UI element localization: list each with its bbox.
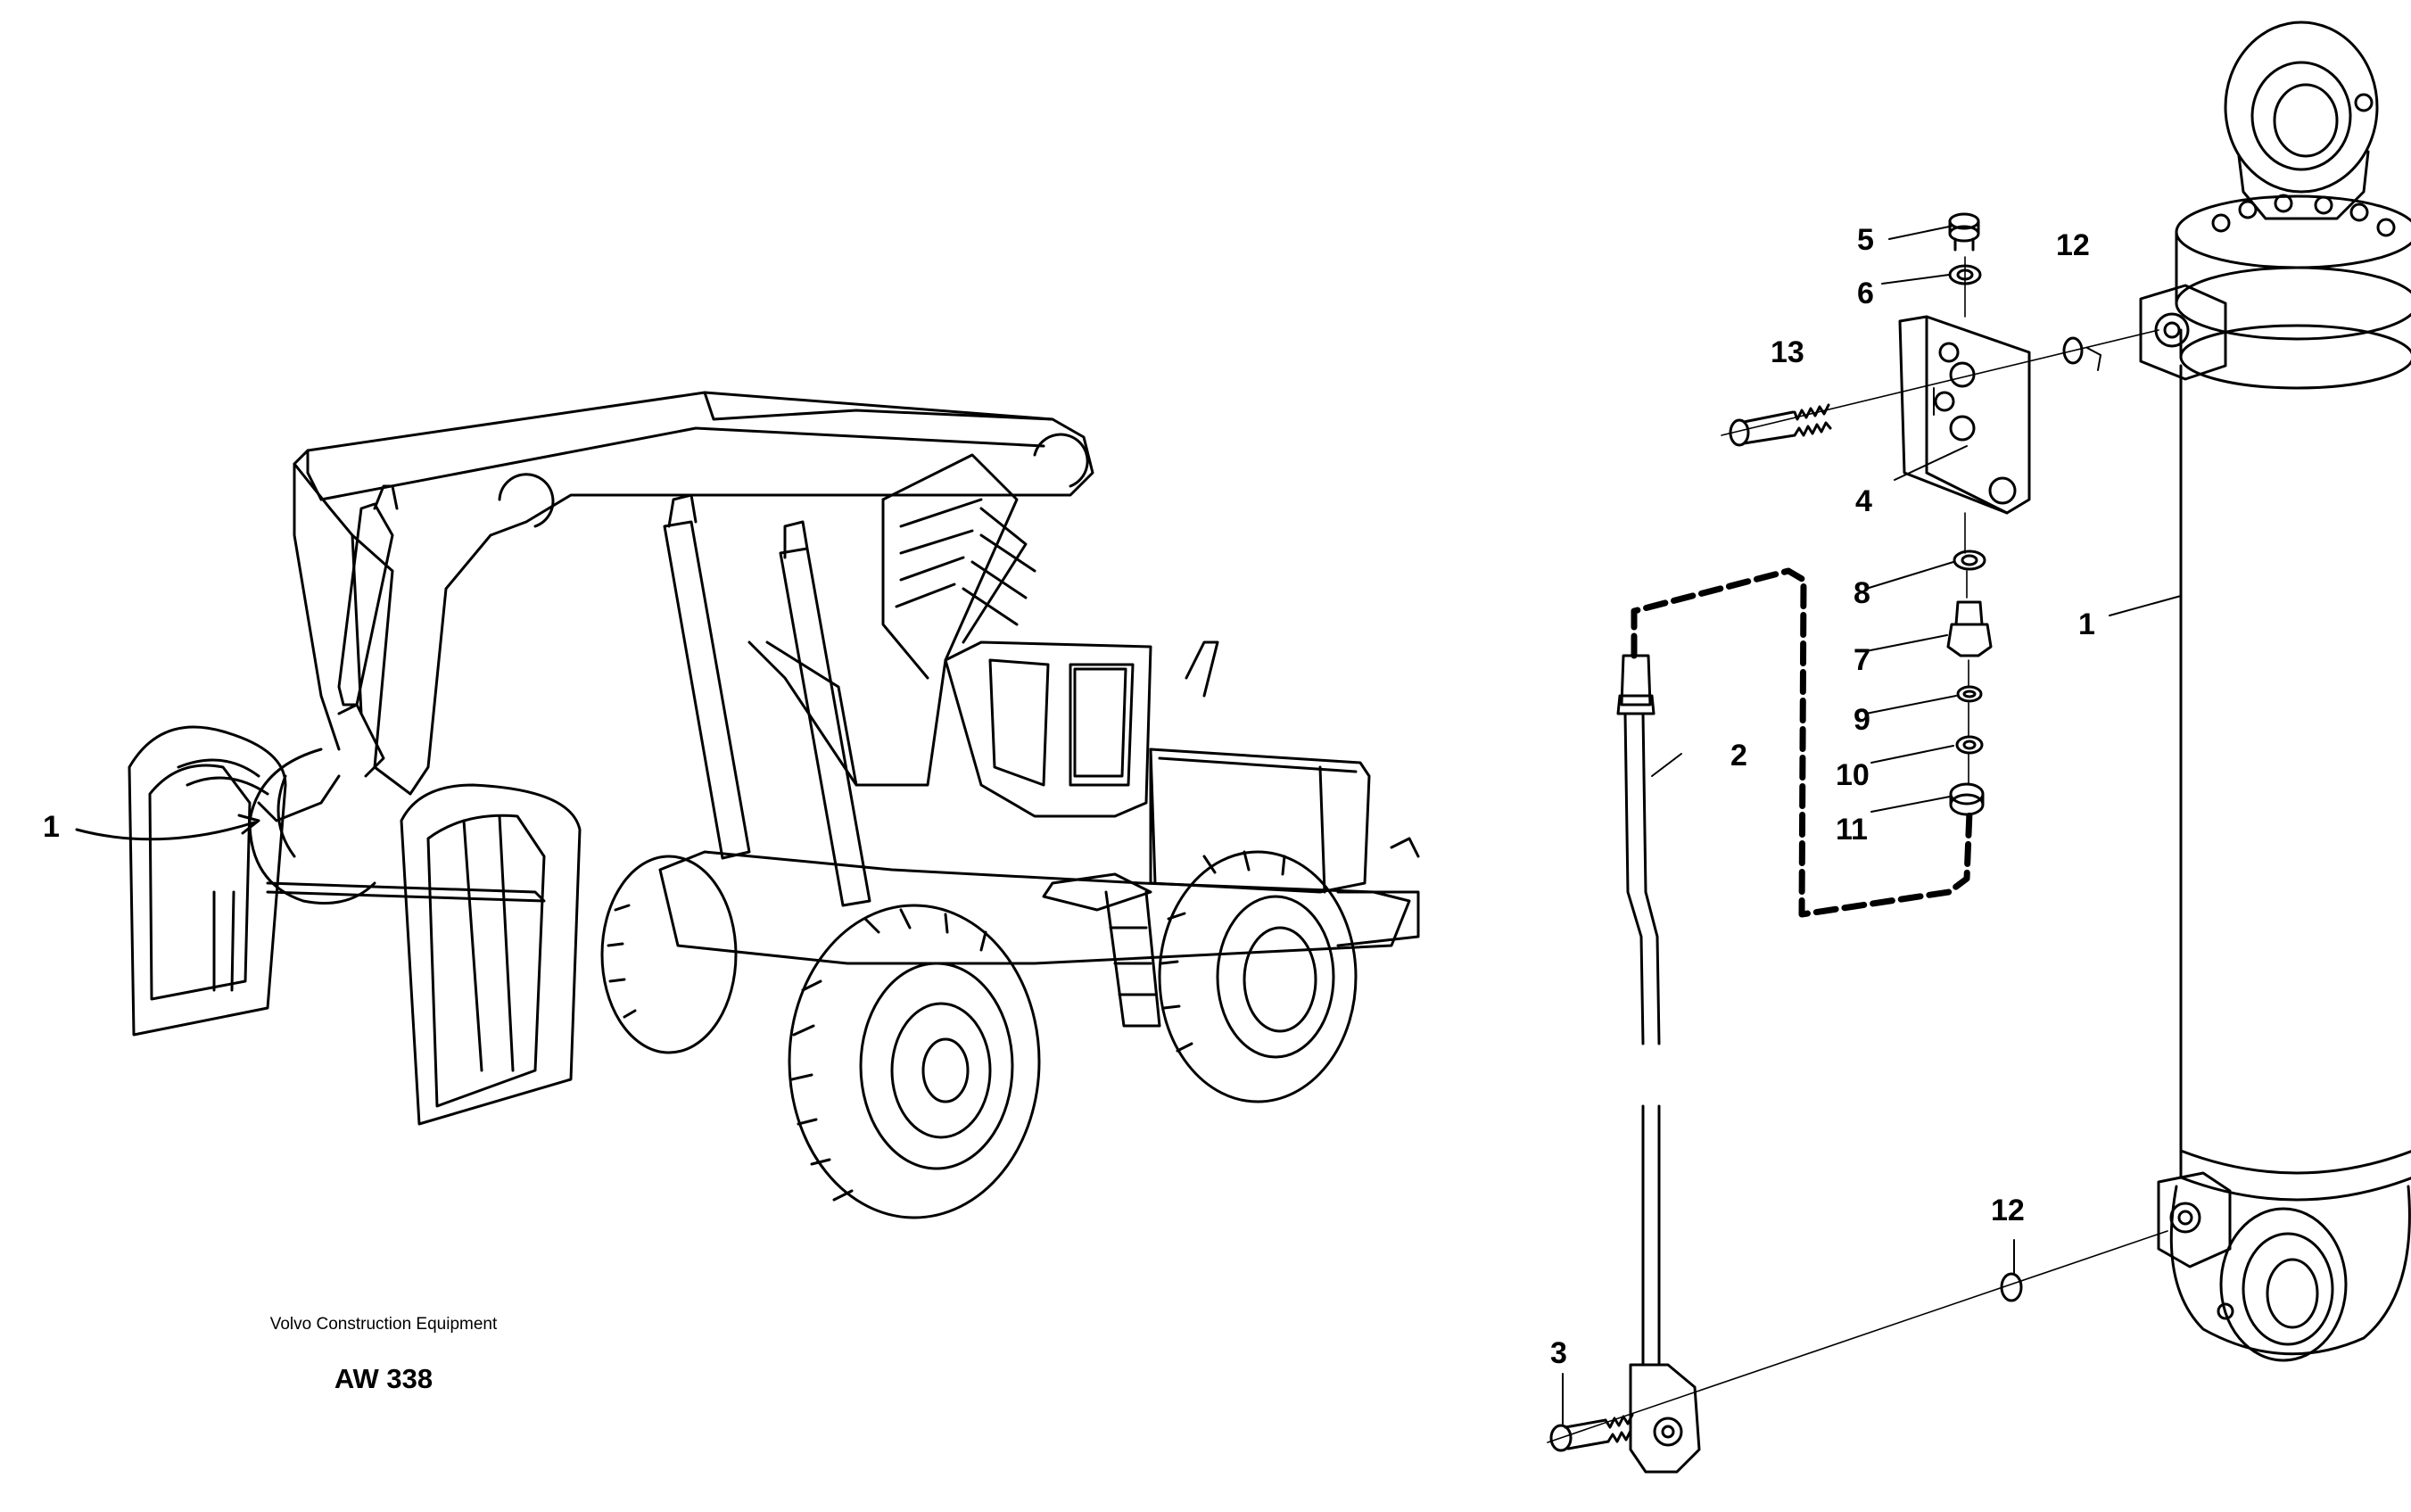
- machine-rear-left-wheel: [600, 855, 738, 1054]
- plug-5: [1948, 212, 1980, 252]
- callout-9: 9: [1854, 703, 1870, 737]
- callout-leaders: [1562, 225, 2182, 1425]
- callout-2: 2: [1730, 739, 1747, 773]
- hose-dashed-loop: [1631, 567, 1973, 918]
- ring-10: [1955, 735, 1984, 755]
- callout-6: 6: [1857, 277, 1874, 310]
- cylinder-barrel: [2179, 364, 2183, 1153]
- machine-arm-cylinder: [337, 502, 394, 706]
- callout-4: 4: [1855, 484, 1872, 518]
- valve-block: [1898, 315, 2031, 515]
- nipple-7: [1946, 600, 1993, 657]
- callout-12-bottom: 12: [1991, 1194, 2025, 1227]
- ring-9: [1956, 685, 1983, 703]
- caption-company: Volvo Construction Equipment: [269, 1315, 498, 1334]
- center-lines: [1547, 256, 2168, 1443]
- hydraulic-cylinder: [2139, 21, 2411, 1362]
- screw-13: [1729, 403, 1832, 447]
- machine-lift-cylinder-right: [779, 547, 871, 907]
- callout-1: 1: [2078, 607, 2095, 641]
- machine-lift-cylinder-left: [663, 520, 751, 860]
- machine-grapple: [128, 703, 582, 1126]
- machine-front-wheel: [788, 904, 1041, 1219]
- callout-10: 10: [1836, 758, 1870, 792]
- callout-machine-1: 1: [43, 810, 60, 844]
- o-ring-12-top: [2062, 336, 2084, 365]
- screw-3: [1549, 1413, 1634, 1452]
- callout-11: 11: [1836, 813, 1868, 847]
- callout-13: 13: [1771, 335, 1804, 369]
- machine-rear-wheel: [1158, 850, 1358, 1103]
- washer-8: [1953, 549, 1986, 571]
- callout-3: 3: [1550, 1336, 1567, 1370]
- machine-cab: [944, 640, 1152, 818]
- callout-8: 8: [1854, 576, 1870, 610]
- callout-7: 7: [1854, 643, 1870, 677]
- machine-boom: [293, 391, 1094, 796]
- caption-drawing-code: AW 338: [334, 1363, 433, 1394]
- pipe-2: [1616, 654, 1701, 1474]
- callout-5: 5: [1857, 223, 1874, 257]
- machine-illustration: [128, 391, 1420, 1219]
- nut-11: [1949, 782, 1985, 816]
- machine-callout-1-leader: [75, 821, 256, 841]
- callout-12-top: 12: [2056, 228, 2090, 262]
